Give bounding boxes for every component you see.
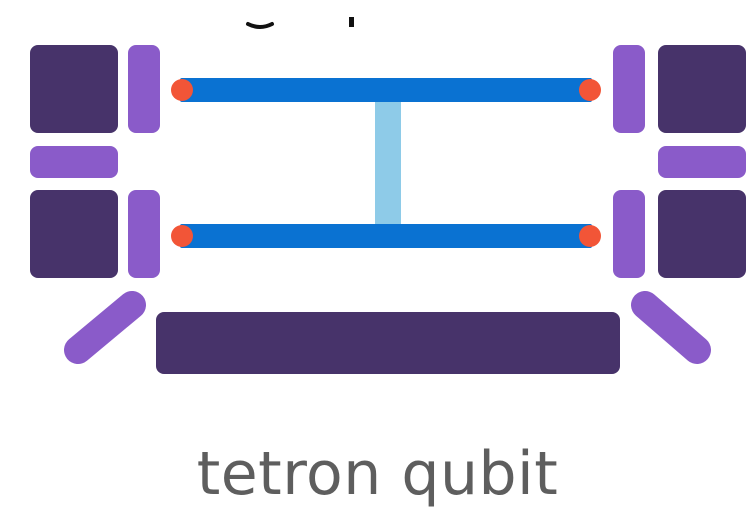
bottom-nanowire [180,224,592,248]
bottom-left-majorana-dot [171,225,193,247]
diagram-caption: tetron qubit [196,439,559,509]
left-diagonal-gate [64,291,146,364]
top-right-majorana-dot [579,79,601,101]
right-bottom-vertical-gate [613,190,645,278]
tetron-diagram [30,17,746,374]
left-top-vertical-gate [128,45,160,133]
left-bottom-dark-block [30,190,118,278]
top-nanowire [180,78,592,102]
right-diagonal-gate [631,291,711,364]
bottom-dark-bar [156,312,620,374]
right-top-dark-block [658,45,746,133]
right-bottom-dark-block [658,190,746,278]
left-top-dark-block [30,45,118,133]
bottom-right-majorana-dot [579,225,601,247]
cropped-top-text [246,17,354,29]
left-bottom-vertical-gate [128,190,160,278]
top-left-majorana-dot [171,79,193,101]
vertical-coupler [375,98,401,228]
right-middle-horizontal-gate [658,146,746,178]
right-top-vertical-gate [613,45,645,133]
left-middle-horizontal-gate [30,146,118,178]
